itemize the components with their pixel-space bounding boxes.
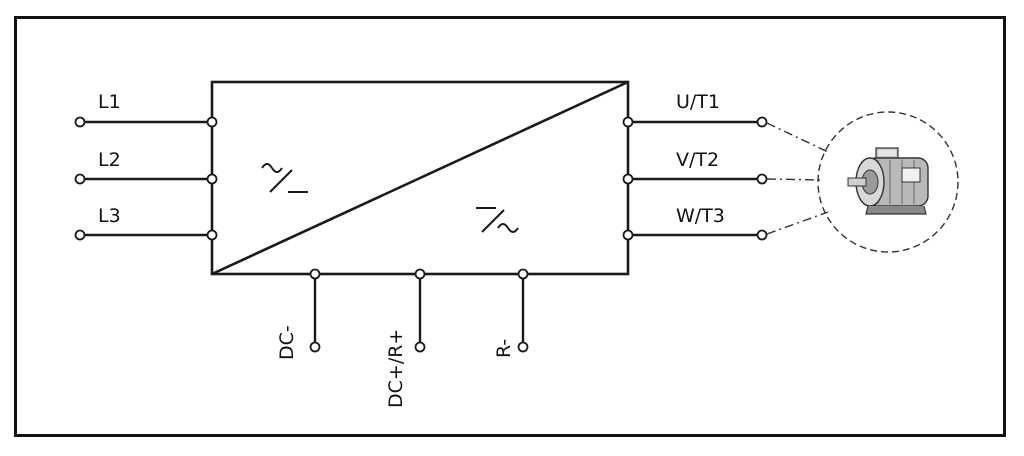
motor-boundary — [817, 111, 959, 253]
label-l2: L2 — [98, 149, 121, 171]
input-lines: L1 L2 L3 — [74, 91, 218, 241]
label-l3: L3 — [98, 205, 121, 227]
label-l1: L1 — [98, 91, 121, 113]
label-r-minus: R- — [493, 339, 515, 358]
label-u-t1: U/T1 — [676, 91, 720, 113]
motor-icon — [847, 147, 929, 215]
drive-box — [210, 80, 630, 276]
drive-box-diagonal — [211, 80, 629, 276]
input-terminal-l2 — [74, 173, 86, 185]
terminal-dc-minus — [309, 341, 321, 353]
terminal-r-minus — [517, 341, 529, 353]
diagram-frame — [14, 16, 1006, 437]
dc-ac-symbol-icon — [476, 207, 519, 233]
label-w-t3: W/T3 — [676, 205, 725, 227]
label-dc-plus-r-plus: DC+/R+ — [385, 329, 407, 408]
output-lines: U/T1 V/T2 W/T3 — [622, 91, 768, 241]
output-terminal-u — [756, 116, 768, 128]
motor-links — [766, 111, 959, 253]
output-terminal-w — [756, 229, 768, 241]
output-terminal-v — [756, 173, 768, 185]
terminal-dc-plus-r-plus — [414, 341, 426, 353]
ac-dc-symbol-icon — [261, 163, 308, 193]
label-v-t2: V/T2 — [676, 149, 719, 171]
input-terminal-l1 — [74, 116, 86, 128]
label-dc-minus: DC- — [276, 325, 298, 360]
dc-terminals: DC- DC+/R+ R- — [276, 268, 529, 408]
input-terminal-l3 — [74, 229, 86, 241]
